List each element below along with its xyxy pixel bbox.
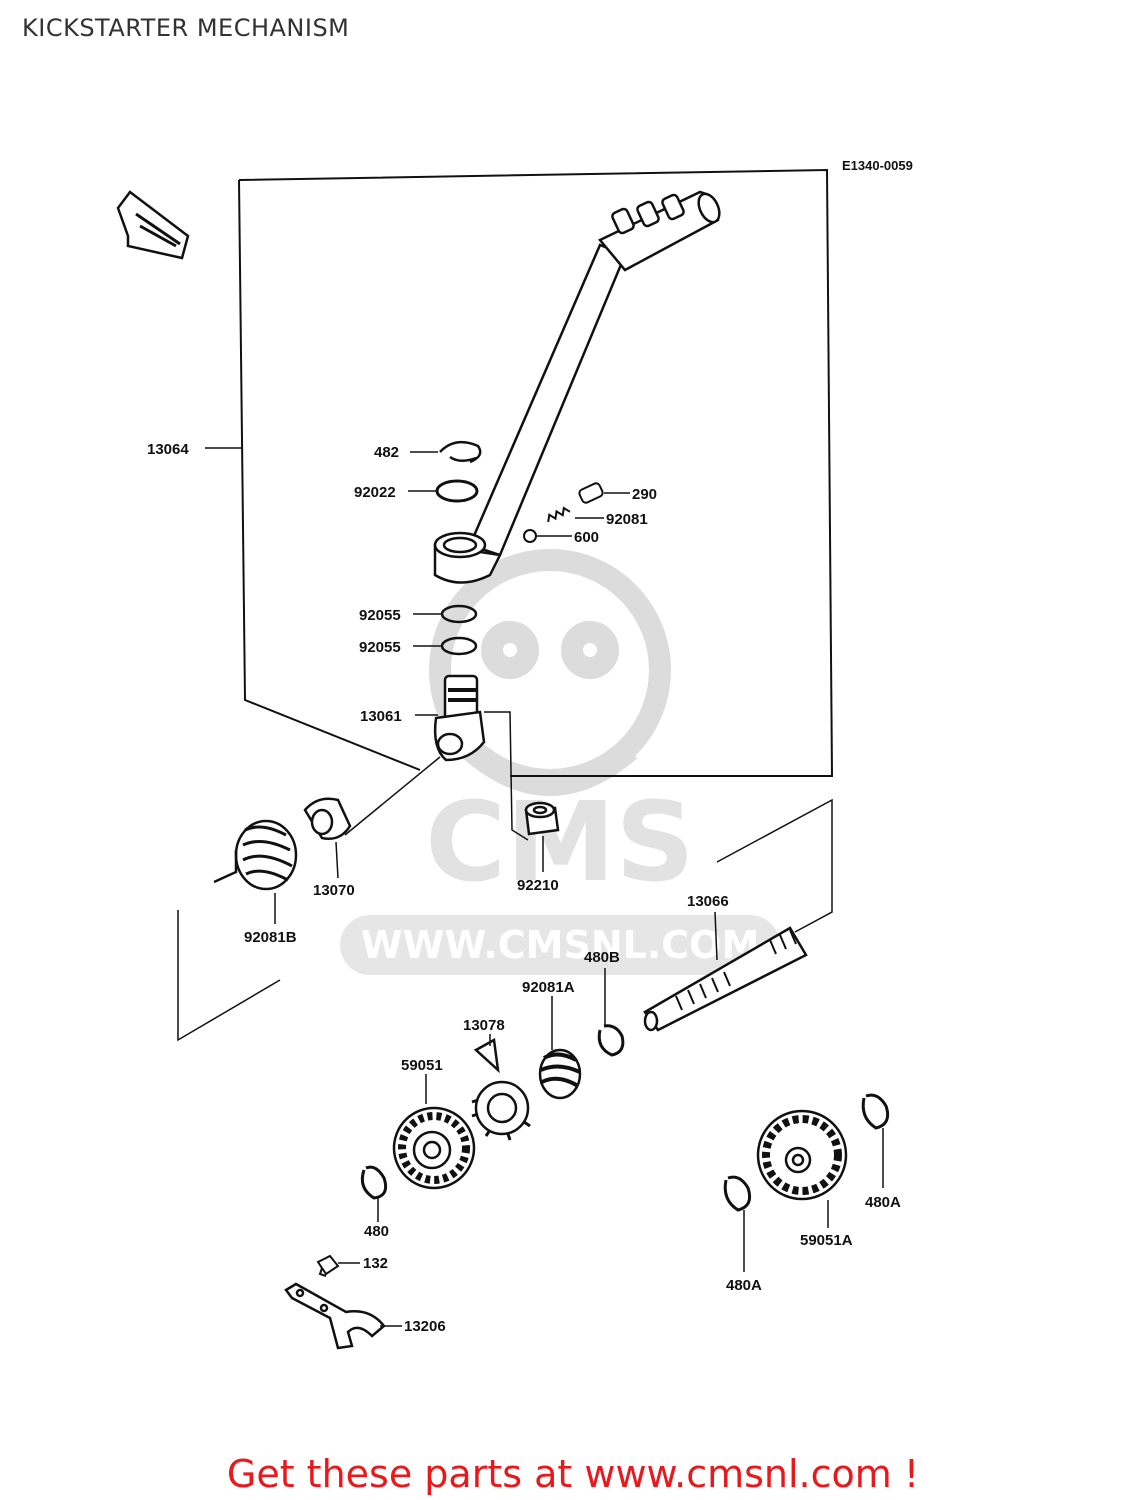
part-label-59051: 59051: [401, 1057, 443, 1074]
watermark-url: WWW.CMSNL.COM: [361, 923, 760, 967]
detent-parts: [523, 482, 604, 543]
part-label-13061: 13061: [360, 708, 402, 725]
watermark-mascot-icon: [429, 549, 671, 796]
circlip-480A-right: [861, 1093, 890, 1130]
o-ring-92055-lower: [440, 636, 478, 656]
circlip-480B: [597, 1024, 625, 1057]
guide-13070: [303, 797, 352, 840]
cms-watermark: CMS WWW.CMSNL.COM: [340, 549, 780, 975]
ratchet-13078: [471, 1038, 531, 1141]
part-label-13206: 13206: [404, 1318, 446, 1335]
circlip-480A-left: [723, 1175, 752, 1212]
part-label-92081A: 92081A: [522, 979, 575, 996]
front-direction-arrow-icon: [116, 190, 190, 260]
part-label-600: 600: [574, 529, 599, 546]
part-label-92081: 92081: [606, 511, 648, 528]
part-label-92055-upper: 92055: [359, 607, 401, 624]
part-label-13066: 13066: [687, 893, 729, 910]
part-label-59051A: 59051A: [800, 1232, 853, 1249]
spring-92081A: [538, 1048, 582, 1100]
kick-shaft-13061: [433, 674, 486, 762]
nut-92210: [524, 801, 560, 836]
part-label-92055-lower: 92055: [359, 639, 401, 656]
plate-13206: [284, 1282, 386, 1350]
part-label-482: 482: [374, 444, 399, 461]
diagram-code: E1340-0059: [842, 158, 913, 173]
assembly-outline: [238, 168, 834, 777]
part-label-480: 480: [364, 1223, 389, 1240]
part-label-13064: 13064: [147, 441, 189, 458]
part-label-13078: 13078: [463, 1017, 505, 1034]
page-title: KICKSTARTER MECHANISM: [22, 14, 350, 42]
washer-92022: [435, 479, 479, 503]
part-label-92210: 92210: [517, 877, 559, 894]
circlip-482: [439, 440, 482, 464]
watermark-url-pill: [340, 915, 780, 975]
bolt-132: [316, 1254, 340, 1277]
kick-pedal-lever: [433, 190, 721, 584]
gear-59051: [392, 1106, 476, 1190]
watermark-brand: CMS: [425, 778, 694, 906]
circlip-480: [360, 1165, 388, 1200]
part-label-480A-left: 480A: [726, 1277, 762, 1294]
part-label-13070: 13070: [313, 882, 355, 899]
part-label-132: 132: [363, 1255, 388, 1272]
o-ring-92055-upper: [440, 604, 478, 624]
spring-92081B: [213, 819, 298, 891]
part-label-92081B: 92081B: [244, 929, 297, 946]
part-label-92022: 92022: [354, 484, 396, 501]
gear-59051A: [756, 1109, 848, 1201]
kick-shaft-13066: [643, 926, 808, 1032]
part-label-480A-right: 480A: [865, 1194, 901, 1211]
part-label-290: 290: [632, 486, 657, 503]
part-label-480B: 480B: [584, 949, 620, 966]
buy-parts-link[interactable]: Get these parts at www.cmsnl.com !: [226, 1452, 920, 1496]
